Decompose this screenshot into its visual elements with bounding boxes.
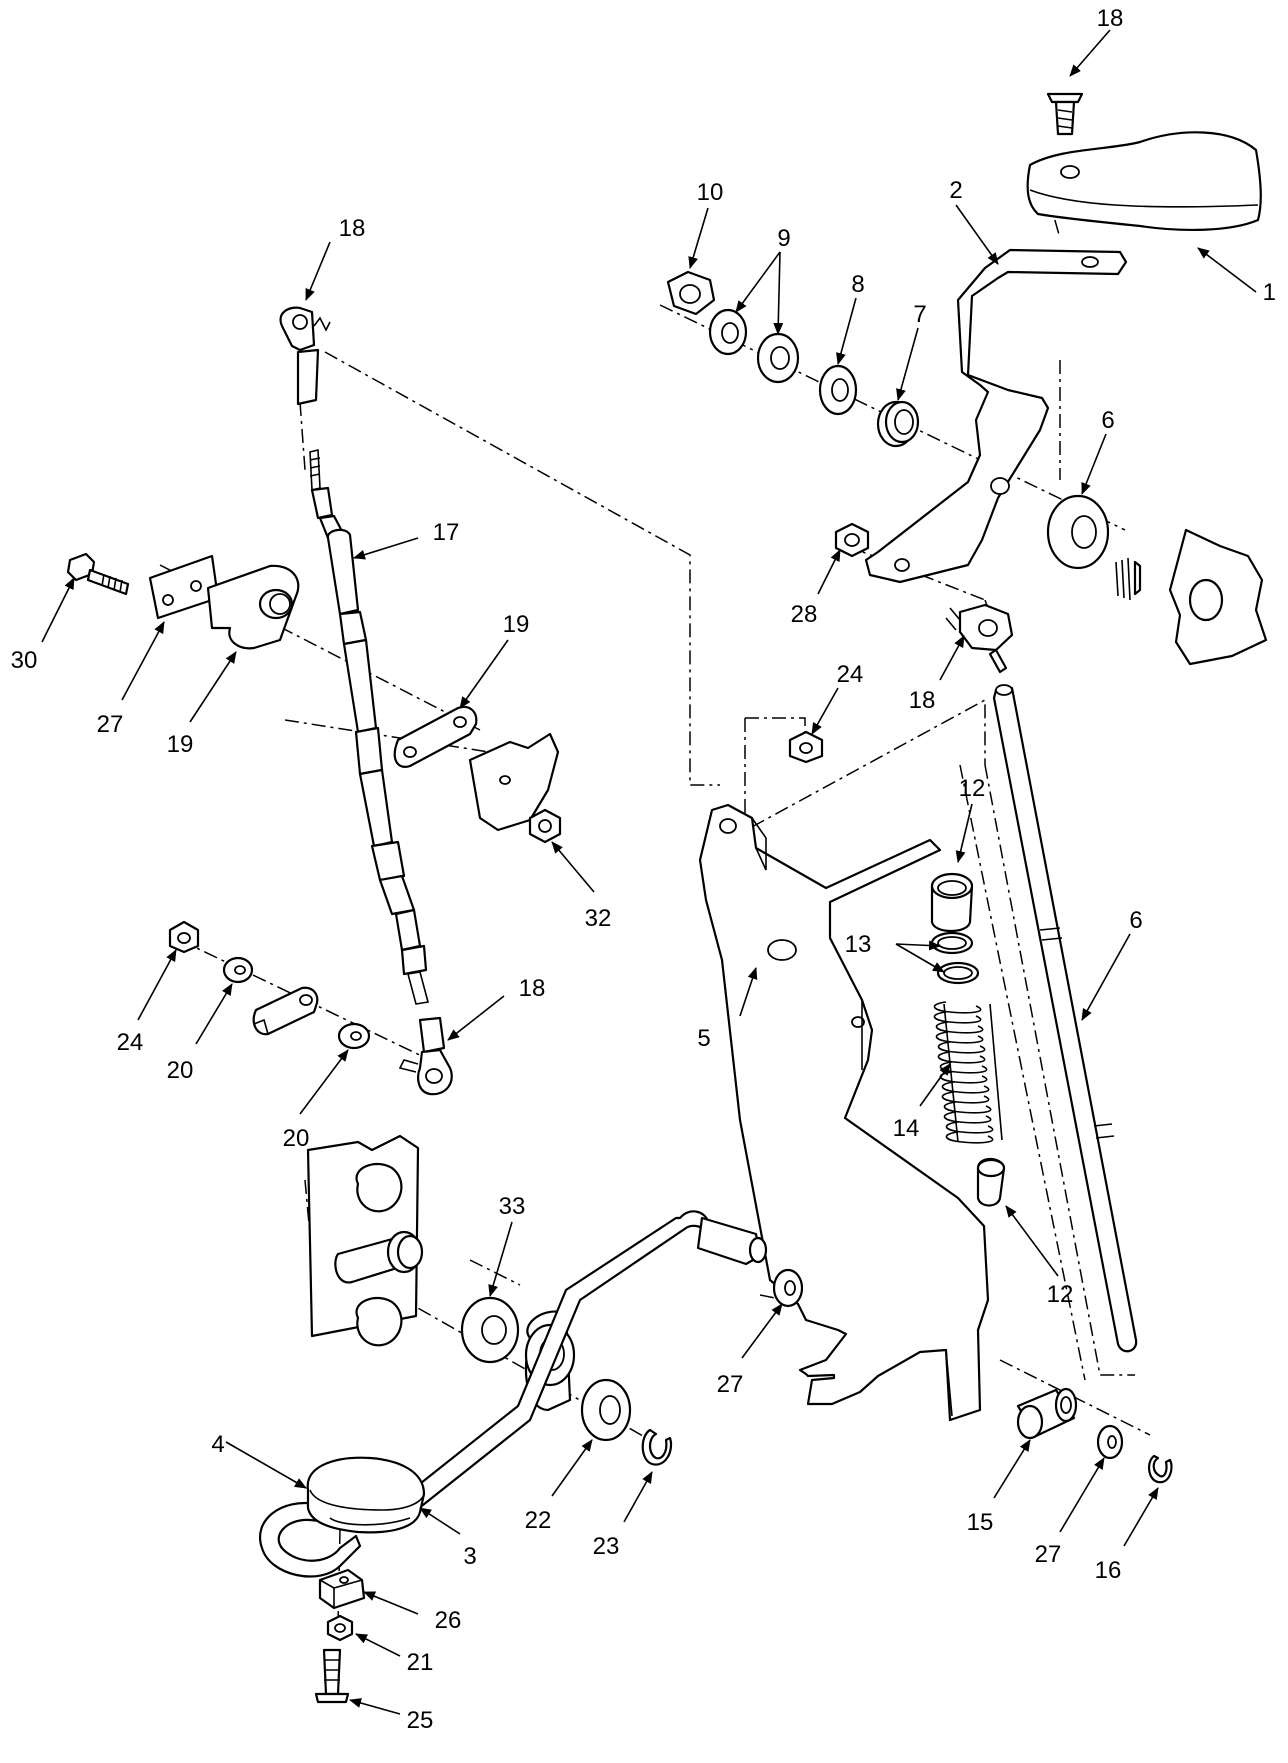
callout-31: 30 [11,647,38,674]
callout-30: 28 [791,601,818,628]
part-20-washer-lower [337,1022,371,1050]
callout-7: 6 [1101,407,1114,434]
part-30-nut [834,522,870,558]
part-23-ring [641,1428,673,1466]
callout-8: 7 [913,301,926,328]
frame-bracket [468,732,560,832]
callout-16: 16 [1095,1557,1122,1584]
part-31-bolt [66,552,130,596]
callout-3: 3 [463,1543,476,1570]
part-22-washer [580,1378,632,1442]
callout-6: 6 [1129,907,1142,934]
part-7-washer [1046,494,1110,570]
callout-29: 27 [97,711,124,738]
part-24-nut-upper [788,730,824,764]
part-18-ball-joint-upper-right [945,603,1014,674]
callout-2: 2 [949,177,962,204]
callout-12-upper: 12 [959,775,986,802]
callout-labels: 18 1 2 10 9 8 7 6 28 18 24 12 13 6 5 14 [11,5,1276,1734]
callout-5: 5 [697,1025,710,1052]
part-15-bushing [1016,1387,1078,1440]
link-plate-lower [252,986,319,1036]
callout-22: 22 [525,1507,552,1534]
part-4-pedal-pad [306,1456,426,1534]
callout-13: 13 [845,931,872,958]
callout-4: 4 [211,1431,224,1458]
callout-32: 32 [585,905,612,932]
part-8-bushing [876,400,920,448]
part-16-ring [1148,1454,1173,1484]
callout-20-lower: 20 [283,1125,310,1152]
part-10-washers [708,308,800,384]
part-24-nut-lower [168,920,200,954]
part-28-screw [1046,92,1084,136]
callout-14: 14 [893,1115,920,1142]
callout-33: 33 [499,1193,526,1220]
callout-23: 23 [593,1533,620,1560]
callout-27-right: 27 [1035,1541,1062,1568]
part-14-spring [933,1001,1003,1144]
part-12-bushing-upper [930,872,974,933]
part-6-rod [992,684,1138,1353]
callout-18-top-left: 18 [339,215,366,242]
part-19-link-plate [393,705,478,768]
part-2-pedal-arm [864,248,1128,584]
callout-26: 26 [435,1607,462,1634]
part-18-ball-joint-lower-left [398,1016,453,1096]
callout-15: 15 [967,1509,994,1536]
part-19-clamp-block [206,564,300,650]
part-12-bushing-lower [976,1157,1006,1207]
part-9-washer [818,364,858,416]
part-13-clips [930,931,980,985]
callout-9: 8 [851,271,864,298]
pivot-bolt [1115,528,1268,666]
part-1-pedal-pad [1026,131,1262,231]
callout-28: 18 [1097,5,1124,32]
callout-19-left: 19 [167,731,194,758]
callout-19-right: 19 [503,611,530,638]
part-29-clamp-plate [148,554,220,620]
part-32-nut [528,808,562,844]
callout-11: 10 [697,179,724,206]
part-3-pedal-rod [259,1210,768,1578]
part-27-washer-middle [772,1268,804,1308]
callout-1: 1 [1263,279,1276,306]
callout-20-upper: 20 [167,1057,194,1084]
part-20-washer-upper [222,956,254,984]
callout-24-lower: 24 [117,1029,144,1056]
part-17-cable [309,448,429,1005]
callout-21: 21 [407,1649,434,1676]
part-26-block [318,1568,366,1610]
part-11-nut [666,270,716,316]
part-21-nut [326,1614,354,1642]
part-33-washer [460,1296,520,1364]
frame-block [306,1134,424,1347]
callout-25: 25 [407,1707,434,1734]
callout-18-lower-left: 18 [519,975,546,1002]
callout-27-middle: 27 [717,1371,744,1398]
callout-17: 17 [433,519,460,546]
callout-12-lower: 12 [1047,1281,1074,1308]
part-27-washer-right [1096,1424,1124,1460]
part-25-screw [314,1648,350,1704]
part-18-ball-joint-top-left [279,306,331,406]
callout-24-upper: 24 [837,661,864,688]
callout-18-upper-right: 18 [909,687,936,714]
callout-10: 9 [777,225,790,252]
part-5-bracket [698,803,990,1422]
